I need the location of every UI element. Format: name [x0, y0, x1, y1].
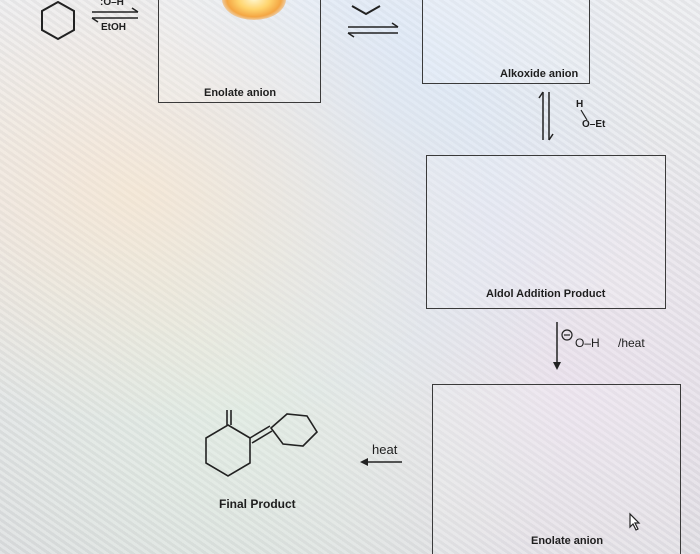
enolate-anion-label-bottom: Enolate anion	[531, 535, 604, 547]
solvent-label: EtOH	[101, 22, 126, 33]
alkoxide-anion-box[interactable]	[422, 0, 590, 84]
hydroxide-heat-condition: /heat	[618, 336, 645, 350]
hydroxide-group: O–H	[575, 336, 600, 350]
aldol-addition-product-box[interactable]	[426, 155, 666, 309]
final-product-label: Final Product	[219, 497, 296, 511]
final-product-structure	[205, 410, 319, 477]
enolate-anion-box-top[interactable]	[158, 0, 321, 103]
light-glare	[222, 0, 286, 20]
ethoxide-group: O–Et	[582, 119, 606, 130]
enolate-anion-box-bottom[interactable]	[432, 384, 681, 554]
alkoxide-anion-label: Alkoxide anion	[500, 68, 579, 80]
ethoxide-hydrogen: H	[576, 99, 584, 110]
cyclohexane-ring-top	[41, 0, 75, 41]
mouse-cursor-icon	[629, 512, 641, 531]
heat-label: heat	[372, 442, 398, 457]
svg-text::O–H: :O–H	[100, 0, 124, 8]
aldol-addition-product-label: Aldol Addition Product	[486, 288, 606, 300]
enolate-anion-label-top: Enolate anion	[204, 87, 277, 99]
